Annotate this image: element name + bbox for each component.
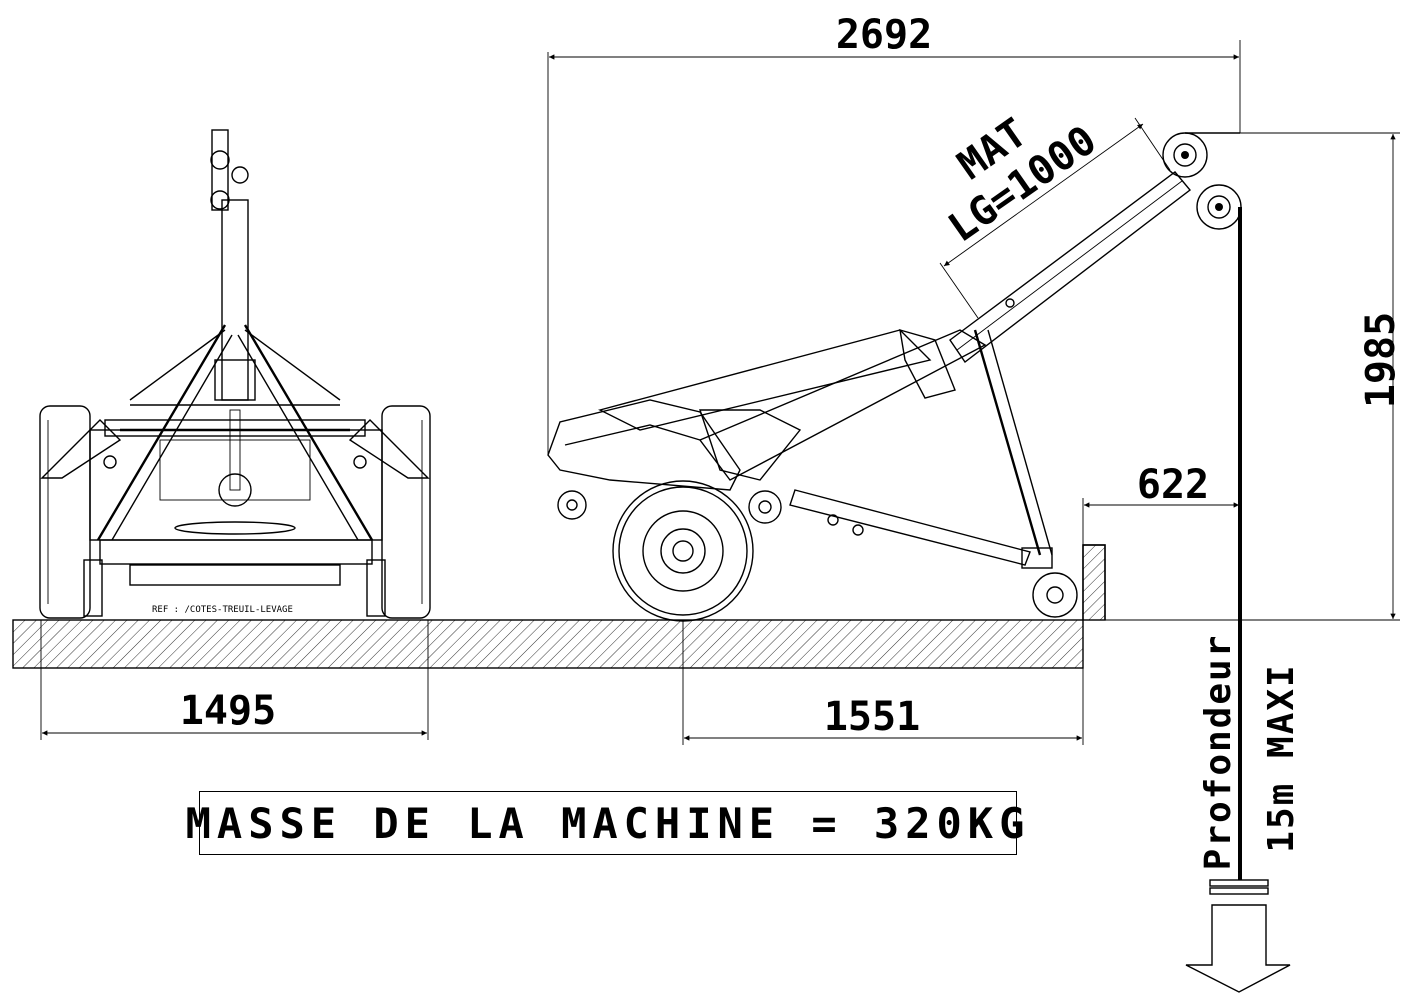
mass-label-box: MASSE DE LA MACHINE = 320KG (186, 791, 1024, 855)
machine-side-view (547, 132, 1242, 880)
dim-height: 1985 (1358, 312, 1404, 408)
dimension-lines (40, 40, 1400, 745)
right-wheel (381, 405, 431, 619)
machine-front-view (39, 129, 431, 619)
dim-total-length: 2692 (836, 12, 932, 58)
ground (12, 544, 1165, 669)
dim-wheel-to-edge: 1551 (824, 694, 920, 740)
depth-label-line2: 15m MAXI (1261, 663, 1302, 852)
depth-label-line1: Profondeur (1198, 634, 1239, 871)
mass-label: MASSE DE LA MACHINE = 320KG (185, 798, 1031, 848)
dim-overhang: 622 (1137, 462, 1209, 508)
main-wheel (612, 480, 754, 622)
reference-label: REF : /COTES-TREUIL-LEVAGE (152, 605, 293, 615)
dim-track-width: 1495 (180, 688, 276, 734)
depth-arrow (1185, 879, 1291, 993)
